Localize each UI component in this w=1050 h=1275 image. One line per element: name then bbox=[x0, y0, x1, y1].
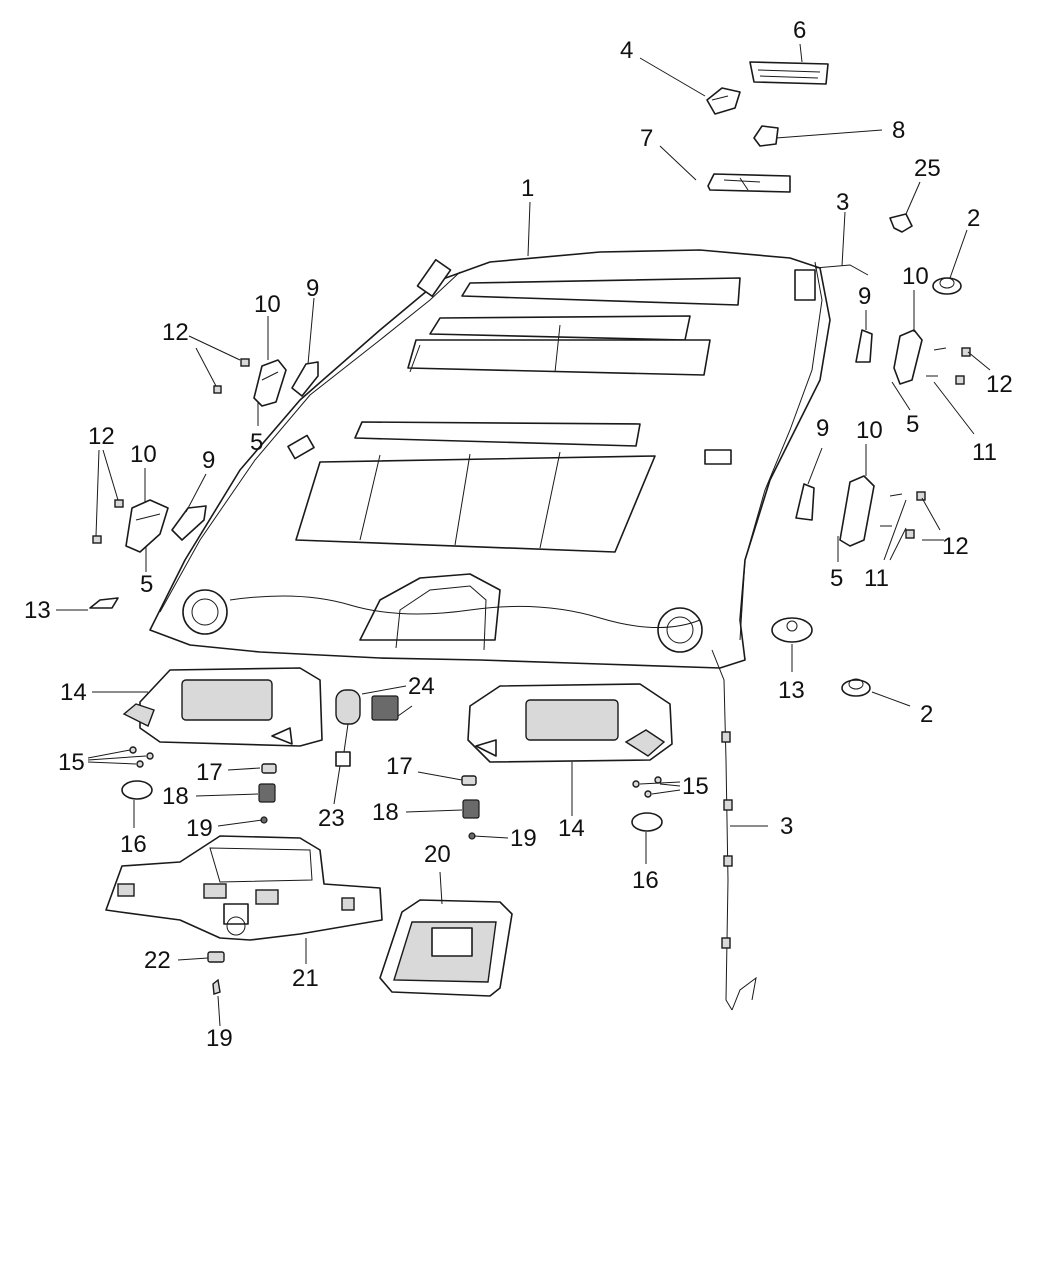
callout-12-right-rear: 12 bbox=[942, 533, 969, 560]
callout-8: 8 bbox=[892, 117, 905, 144]
callout-19-right: 19 bbox=[510, 825, 537, 852]
bracket-part-6 bbox=[749, 61, 829, 85]
clip-part-8 bbox=[753, 125, 779, 147]
callout-19-left: 19 bbox=[186, 815, 213, 842]
callout-1: 1 bbox=[521, 175, 534, 202]
callout-4: 4 bbox=[620, 37, 633, 64]
cover-part-16-right bbox=[631, 812, 663, 832]
callout-24: 24 bbox=[408, 673, 435, 700]
callout-2-lower: 2 bbox=[920, 701, 933, 728]
callout-3-upper: 3 bbox=[836, 189, 849, 216]
callout-10-right-front: 10 bbox=[902, 263, 929, 290]
grab-handle-part-10-left-rear bbox=[125, 499, 169, 553]
clip-part-13-right bbox=[771, 617, 813, 643]
callout-5-left-rear: 5 bbox=[140, 571, 153, 598]
callout-10-left-front: 10 bbox=[254, 291, 281, 318]
bracket-part-18-right bbox=[462, 799, 480, 819]
cover-part-9-right-front bbox=[855, 329, 873, 363]
leader-lines bbox=[56, 43, 991, 1027]
cover-part-9-left-rear bbox=[171, 505, 207, 541]
callout-14-left: 14 bbox=[60, 679, 87, 706]
callout-11-right-rear: 11 bbox=[864, 565, 889, 592]
callout-6: 6 bbox=[793, 17, 806, 44]
grab-handle-part-10-left-front bbox=[253, 359, 287, 407]
screw-part-15-right bbox=[632, 776, 662, 798]
callout-17-right: 17 bbox=[386, 753, 413, 780]
grab-handle-part-10-right-front bbox=[893, 329, 923, 385]
callout-9-left-front: 9 bbox=[306, 275, 319, 302]
callout-10-left-rear: 10 bbox=[130, 441, 157, 468]
callout-17-left: 17 bbox=[196, 759, 223, 786]
callout-12-right-front: 12 bbox=[986, 371, 1013, 398]
callout-14-right: 14 bbox=[558, 815, 585, 842]
fastener-part-2-upper bbox=[932, 277, 962, 295]
screw-part-19-bottom bbox=[212, 978, 221, 995]
overhead-console-part-21 bbox=[105, 835, 383, 941]
callout-21: 21 bbox=[292, 965, 319, 992]
callout-13-left: 13 bbox=[24, 597, 51, 624]
clip-part-17-right bbox=[461, 775, 477, 786]
callout-9-right-rear: 9 bbox=[816, 415, 829, 442]
headliner-panel bbox=[149, 249, 831, 669]
callout-15-right: 15 bbox=[682, 773, 709, 800]
wire-part-3-upper bbox=[814, 264, 869, 276]
callout-13-right: 13 bbox=[778, 677, 805, 704]
callout-7: 7 bbox=[640, 125, 653, 152]
callout-5-right-front: 5 bbox=[906, 411, 919, 438]
lamp-part-23 bbox=[335, 689, 361, 767]
callout-20: 20 bbox=[424, 841, 451, 868]
sun-visor-part-14-left bbox=[122, 667, 323, 747]
callout-9-right-front: 9 bbox=[858, 283, 871, 310]
callout-19-bottom: 19 bbox=[206, 1025, 233, 1052]
callout-18-left: 18 bbox=[162, 783, 189, 810]
callout-16-right: 16 bbox=[632, 867, 659, 894]
callout-16-left: 16 bbox=[120, 831, 147, 858]
sun-visor-part-14-right bbox=[467, 683, 673, 763]
clip-part-12-left-rear bbox=[92, 499, 124, 544]
clip-part-12-right-front bbox=[926, 347, 971, 385]
lamp-part-24 bbox=[371, 695, 399, 721]
clip-part-12-right-rear bbox=[880, 491, 926, 539]
callout-22: 22 bbox=[144, 947, 171, 974]
callout-labels: 1 4 6 7 8 3 25 2 12 10 9 5 12 10 9 5 13 … bbox=[24, 17, 1013, 1052]
callout-10-right-rear: 10 bbox=[856, 417, 883, 444]
wire-part-3-lower bbox=[711, 649, 757, 1011]
callout-12-left-front: 12 bbox=[162, 319, 189, 346]
clip-part-12-left-front bbox=[213, 358, 250, 394]
screw-part-15-left bbox=[129, 746, 154, 768]
callout-15-left: 15 bbox=[58, 749, 85, 776]
cover-part-9-left-front bbox=[291, 361, 319, 397]
clip-part-22 bbox=[207, 951, 225, 963]
bracket-part-7 bbox=[707, 173, 791, 193]
clip-part-17-left bbox=[261, 763, 277, 774]
clip-part-13-left bbox=[89, 597, 119, 609]
callout-23: 23 bbox=[318, 805, 345, 832]
dome-lamp-part-20 bbox=[379, 899, 513, 997]
callout-5-right-rear: 5 bbox=[830, 565, 843, 592]
clip-part-25 bbox=[889, 213, 913, 233]
grab-handle-part-10-right-rear bbox=[839, 475, 875, 547]
callout-11-right-front: 11 bbox=[972, 439, 997, 466]
callout-12-left-rear: 12 bbox=[88, 423, 115, 450]
callout-2-upper: 2 bbox=[967, 205, 980, 232]
callout-9-left-rear: 9 bbox=[202, 447, 215, 474]
cover-part-16-left bbox=[121, 780, 153, 800]
bracket-part-18-left bbox=[258, 783, 276, 803]
callout-25: 25 bbox=[914, 155, 941, 182]
callout-5-left-front: 5 bbox=[250, 429, 263, 456]
cover-part-9-right-rear bbox=[795, 483, 815, 521]
callout-18-right: 18 bbox=[372, 799, 399, 826]
callout-3-lower: 3 bbox=[780, 813, 793, 840]
bracket-part-4 bbox=[706, 87, 741, 115]
fastener-part-2-lower bbox=[841, 678, 871, 697]
